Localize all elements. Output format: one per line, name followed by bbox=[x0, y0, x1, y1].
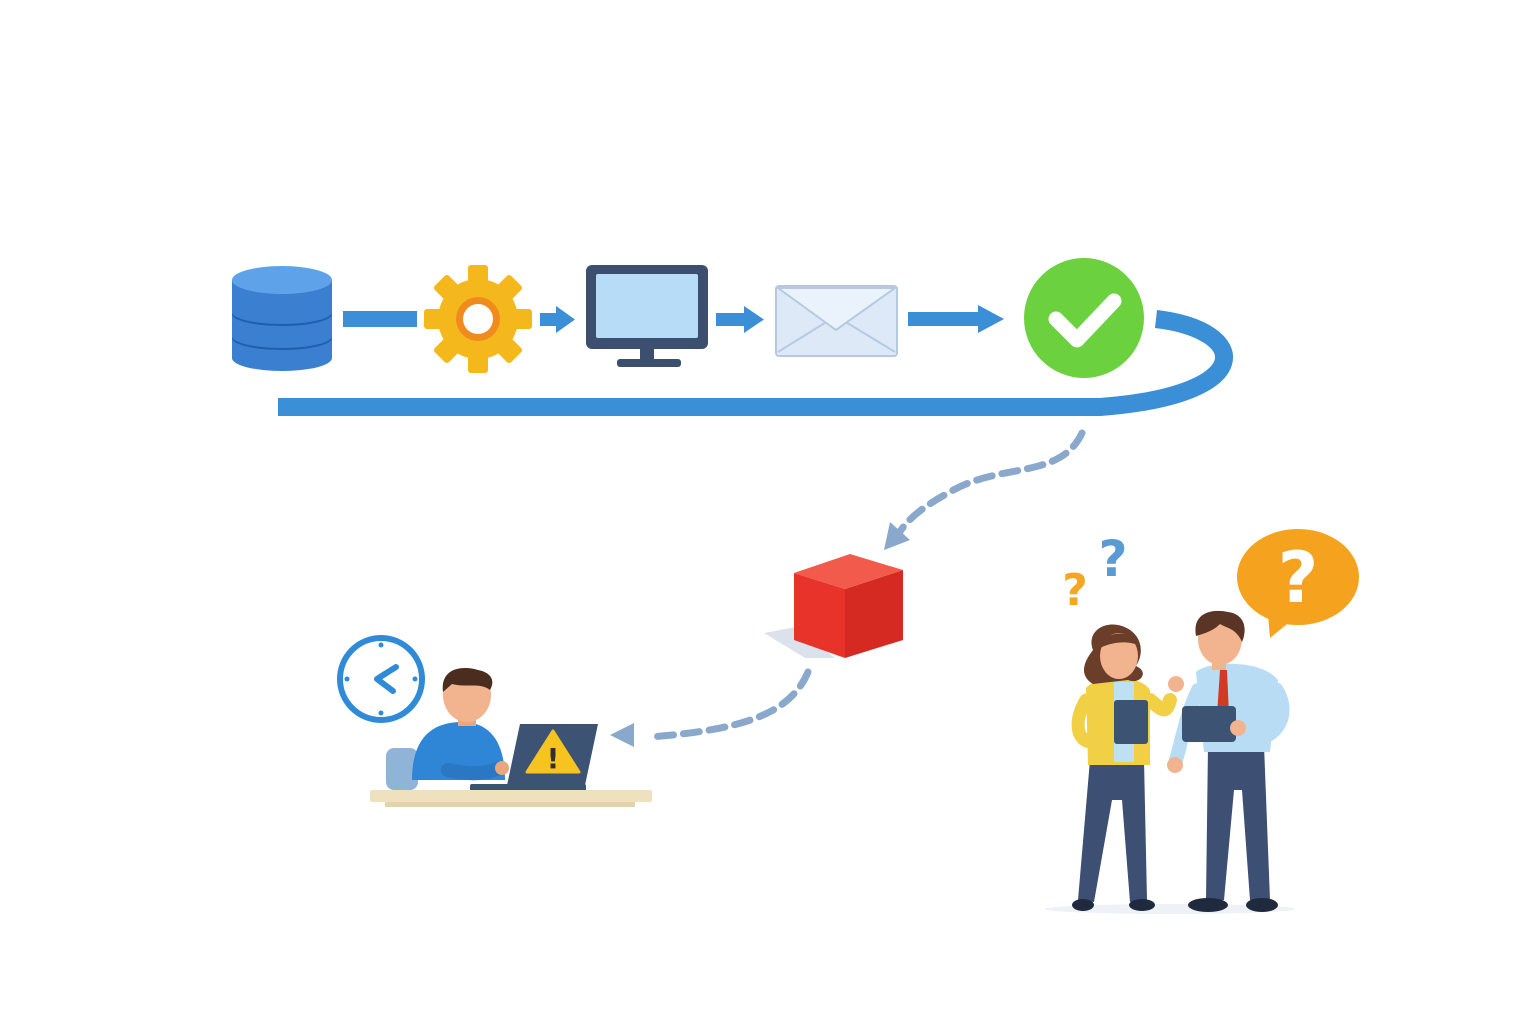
team-shadow bbox=[1045, 904, 1295, 914]
checkmark-icon bbox=[1024, 258, 1144, 378]
woman-figure bbox=[1071, 624, 1184, 911]
warning-glyph: ! bbox=[547, 742, 560, 775]
connector-db-gear bbox=[343, 311, 417, 327]
feedback-loop-line bbox=[278, 310, 1233, 416]
warning-icon: ! bbox=[525, 729, 581, 775]
man-figure bbox=[1167, 610, 1290, 912]
developer-scene: ! bbox=[337, 635, 652, 807]
monitor-icon bbox=[586, 265, 708, 367]
pipeline-connectors bbox=[278, 305, 1233, 416]
question-mark-small-left: ? bbox=[1062, 565, 1088, 616]
speech-bubble-question-mark: ? bbox=[1278, 537, 1319, 619]
arrow-gear-monitor bbox=[540, 306, 575, 333]
speech-bubble-icon: ? bbox=[1237, 529, 1359, 638]
question-mark-small-blue: ? bbox=[1098, 530, 1127, 588]
developer-arrowhead bbox=[610, 723, 634, 747]
developer-hair bbox=[442, 667, 493, 692]
gear-icon bbox=[424, 265, 532, 373]
arrow-envelope-check bbox=[908, 305, 1004, 333]
team-scene: ? ? ? bbox=[1045, 529, 1359, 914]
developer-body bbox=[412, 722, 505, 780]
failure-path bbox=[610, 429, 1086, 747]
envelope-icon bbox=[774, 285, 899, 357]
red-cube-icon bbox=[764, 554, 903, 658]
arrow-monitor-envelope bbox=[716, 306, 764, 333]
chair-back bbox=[386, 748, 418, 790]
desk bbox=[370, 790, 652, 807]
woman-head bbox=[1100, 633, 1138, 679]
developer-arm bbox=[441, 761, 507, 781]
failure-arrowhead bbox=[884, 522, 910, 550]
database-icon bbox=[232, 266, 332, 371]
clock-icon bbox=[337, 635, 425, 723]
